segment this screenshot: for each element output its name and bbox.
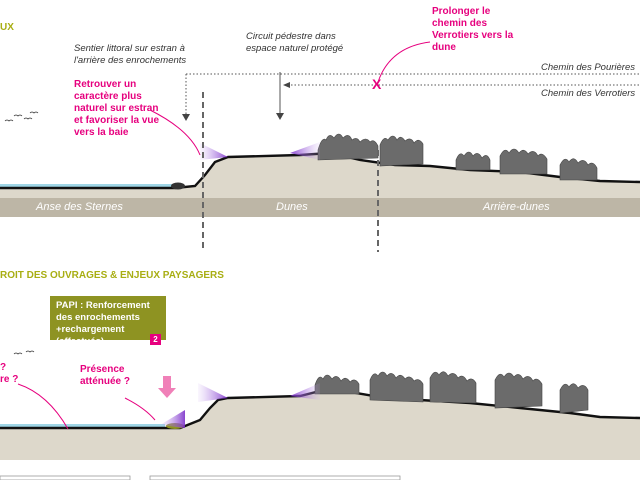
sentier-label: Sentier littoral sur estran à l'arrière … bbox=[74, 43, 187, 66]
top-zone-band bbox=[0, 198, 640, 217]
bottom-ground bbox=[0, 391, 640, 460]
zone-anse: Anse des Sternes bbox=[36, 201, 123, 213]
presence-arrow bbox=[158, 376, 176, 398]
circuit-label: Circuit pédestre dans espace naturel pro… bbox=[246, 31, 344, 54]
partial-left-1: ? bbox=[0, 362, 7, 373]
top-rocks bbox=[171, 182, 185, 190]
verrotiers-label: Chemin des Verrotiers bbox=[541, 88, 636, 99]
top-trees bbox=[317, 133, 598, 181]
pourieres-label: Chemin des Pourières bbox=[541, 62, 635, 73]
presence-leader bbox=[124, 397, 156, 421]
bottom-frame-1 bbox=[0, 475, 131, 480]
bottom-sight-cone-2 bbox=[290, 383, 320, 400]
bottom-trees bbox=[314, 371, 589, 414]
partial-left-2: re ? bbox=[0, 374, 19, 385]
cross-mark: X bbox=[372, 76, 382, 92]
bottom-heading: ROIT DES OUVRAGES & ENJEUX PAYSAGERS bbox=[0, 270, 224, 281]
top-water bbox=[0, 184, 172, 188]
top-birds bbox=[4, 111, 39, 122]
top-heading: UX bbox=[0, 22, 14, 33]
bottom-sight-cone-1 bbox=[198, 383, 228, 402]
retrouver-label: Retrouver un caractère plus naturel sur … bbox=[74, 79, 160, 138]
papi-box: PAPI : Renforcement des enrochements +re… bbox=[50, 296, 166, 347]
bottom-left-leader bbox=[17, 383, 69, 430]
prolonger-leader bbox=[377, 41, 431, 83]
presence-label: Présence atténuée ? bbox=[80, 364, 131, 387]
top-sight-cone-1 bbox=[200, 143, 228, 160]
bottom-frame-2 bbox=[149, 475, 401, 480]
bottom-water bbox=[0, 424, 165, 428]
bottom-sight-cone-3 bbox=[160, 410, 185, 428]
retrouver-leader bbox=[149, 109, 201, 156]
zone-arriere-dunes: Arrière-dunes bbox=[483, 201, 550, 213]
prolonger-label: Prolonger le chemin des Verrotiers vers … bbox=[432, 6, 514, 53]
zone-dunes: Dunes bbox=[276, 201, 308, 213]
papi-badge: 2 bbox=[150, 334, 161, 345]
top-sight-cone-2 bbox=[290, 142, 320, 160]
bottom-birds bbox=[13, 350, 35, 355]
